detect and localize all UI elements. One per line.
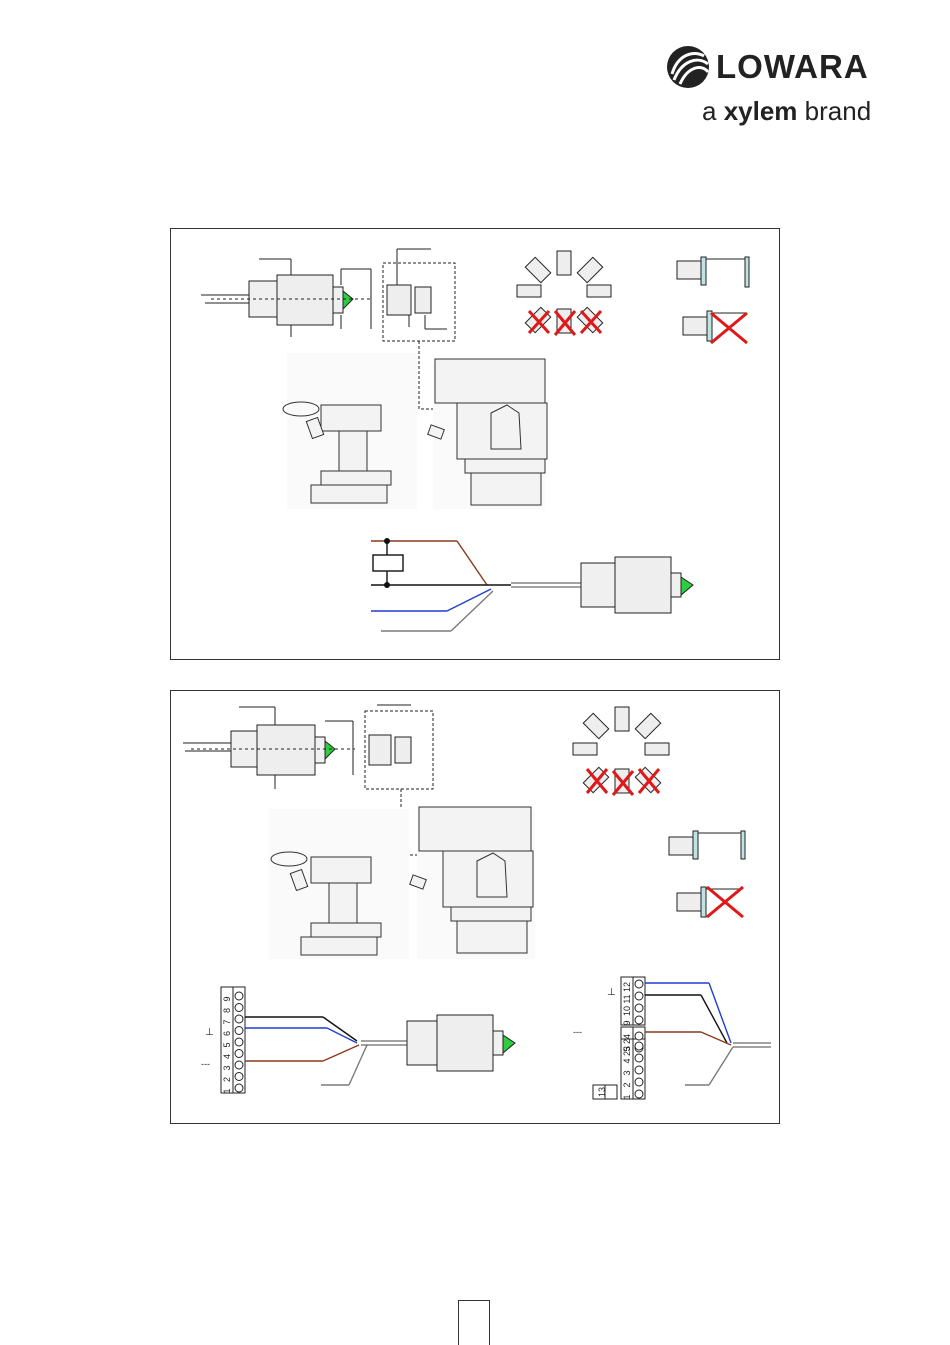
tagline-brand: xylem (724, 96, 798, 126)
left-screw-icon (235, 1061, 243, 1069)
tagline-prefix: a (702, 96, 716, 126)
right-low-screw-icon (635, 1066, 643, 1074)
brand-tagline: a xylem brand (702, 96, 871, 127)
tagline-suffix: brand (805, 96, 872, 126)
left-terminal-number: 4 (222, 1054, 232, 1059)
clearance-diagram (669, 831, 745, 917)
left-terminal-number: 5 (222, 1042, 232, 1047)
left-wiring (245, 1017, 407, 1085)
pump-drawing-right (428, 359, 547, 509)
sensor-dimension-drawing (183, 707, 355, 789)
sensor-dimension-drawing (201, 259, 371, 337)
dc-symbol-right: --- (573, 1027, 582, 1037)
pump-drawing-left (283, 353, 417, 509)
right-low-screw-icon (635, 1054, 643, 1062)
right-top-screw-icon (635, 1004, 643, 1012)
right-low-screw-icon (635, 1042, 643, 1050)
lowara-swirl-icon (664, 44, 720, 90)
right-low-screw-icon (635, 1078, 643, 1086)
left-screw-icon (235, 1027, 243, 1035)
clearance-red-cross-icon (711, 313, 747, 343)
right-wiring (645, 983, 771, 1085)
brand-name: LOWARA (716, 48, 869, 86)
left-screw-icon (235, 992, 243, 1000)
wiring-diagram (371, 538, 581, 631)
right-top-terminal-number: 10 (622, 1006, 632, 1016)
right-low-terminal-number: 5 (622, 1046, 632, 1051)
lowara-logo: LOWARA a xylem brand (660, 40, 880, 130)
sensor-side-view (581, 557, 693, 613)
right-low-terminal-number: 4 (622, 1058, 632, 1063)
left-terminal-number: 8 (222, 1008, 232, 1013)
left-terminal-number: 2 (222, 1077, 232, 1082)
right-top-screw-icon (635, 992, 643, 1000)
right-top-screw-icon (635, 1016, 643, 1024)
page-number-box (458, 1300, 490, 1345)
left-terminal-number: 6 (222, 1031, 232, 1036)
left-terminal-number: 7 (222, 1019, 232, 1024)
right-single-terminal-number: 13 (597, 1087, 607, 1097)
figure-top (170, 228, 780, 660)
right-top-screw-icon (635, 980, 643, 988)
left-screw-icon (235, 1004, 243, 1012)
left-screw-icon (235, 1084, 243, 1092)
left-terminal-number: 9 (222, 996, 232, 1001)
clearance-diagram (677, 257, 749, 341)
clearance-red-cross-icon (707, 887, 743, 917)
left-screw-icon (235, 1050, 243, 1058)
ground-symbol: ⊥ (205, 1027, 214, 1038)
sensor-side-view (407, 1015, 515, 1071)
left-terminal-number: 3 (222, 1065, 232, 1070)
right-top-terminal-number: 9 (622, 1020, 632, 1025)
right-low-terminal-number: 2 (622, 1082, 632, 1087)
right-mid-terminal-number: 24 (622, 1034, 632, 1044)
right-top-terminal-number: 11 (622, 994, 632, 1003)
ground-symbol-right: ⊥ (607, 987, 616, 998)
right-low-screw-icon (635, 1090, 643, 1098)
right-low-terminal-number: 1 (622, 1094, 632, 1099)
figure-top-drawing (171, 229, 779, 659)
right-top-terminal-number: 12 (622, 982, 632, 992)
left-terminal-number: 1 (222, 1088, 232, 1093)
pump-drawing-left (269, 809, 409, 959)
right-mid-screw-icon (635, 1032, 643, 1040)
left-screw-icon (235, 1015, 243, 1023)
left-screw-icon (235, 1073, 243, 1081)
pump-drawing-right (410, 807, 535, 959)
dc-symbol: --- (201, 1059, 210, 1069)
right-low-terminal-number: 3 (622, 1070, 632, 1075)
left-screw-icon (235, 1038, 243, 1046)
